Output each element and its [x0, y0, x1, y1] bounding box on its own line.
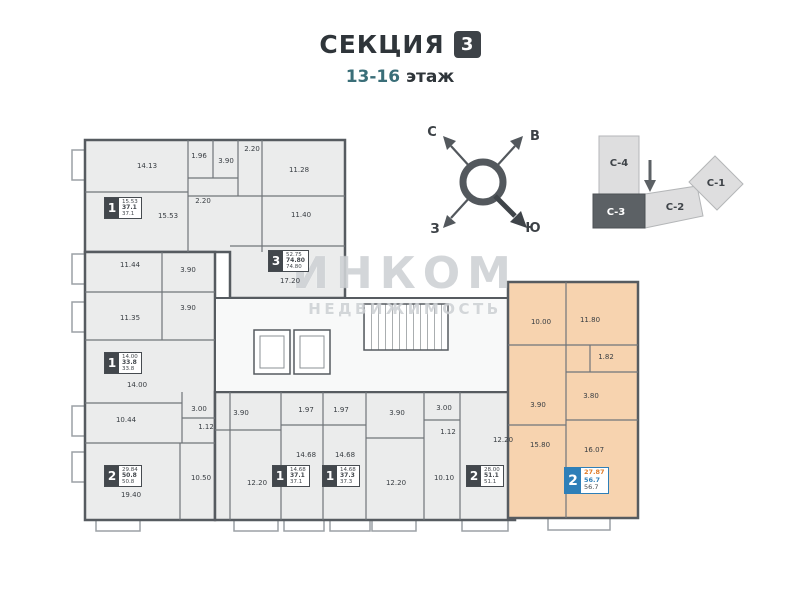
floor-word: этаж [405, 67, 455, 87]
compass-arrows [443, 136, 523, 228]
compass-south-arrow [493, 194, 527, 228]
page-header: СЕКЦИЯ 3 13-16 этаж [0, 30, 800, 87]
compass-north-label: С [427, 125, 437, 140]
room-area-label: 3.80 [583, 392, 599, 400]
minimap-section-c3-active[interactable] [592, 193, 646, 229]
apartment-rooms-count: 1 [105, 353, 119, 373]
room-area-label: 11.28 [288, 166, 310, 174]
apartment-rooms-count: 1 [273, 466, 287, 486]
room-area-label: 3.00 [191, 405, 207, 413]
stairs [363, 303, 449, 351]
room-area-label: 17.20 [279, 277, 301, 285]
floor-subtitle: 13-16 этаж [0, 67, 800, 87]
room-area-label: 16.07 [583, 446, 605, 454]
compass: С В З Ю [427, 125, 540, 237]
room-area-label: 15.53 [157, 212, 179, 220]
apartment-rooms-count: 2 [467, 466, 481, 486]
room-area-label: 1.96 [191, 152, 207, 160]
room-area-label: 3.90 [233, 409, 249, 417]
room-area-label: 11.44 [119, 261, 141, 269]
minimap-section-c1[interactable] [688, 155, 744, 211]
apartment-rooms-count: 2 [565, 468, 581, 493]
room-area-label: 12.20 [492, 436, 514, 444]
minimap-label-c1: С-1 [707, 178, 725, 189]
compass-east-label: В [530, 129, 540, 144]
minimap-locator-arrow [644, 160, 656, 192]
room-area-label: 12.20 [385, 479, 407, 487]
section-minimap: С-4 С-3 С-2 С-1 [592, 135, 744, 229]
room-area-label: 1.12 [198, 423, 214, 431]
floor-range: 13-16 [345, 67, 401, 87]
room-area-label: 1.97 [298, 406, 314, 414]
elevator-shafts [253, 329, 331, 375]
room-area-label: 10.44 [115, 416, 137, 424]
zone-bottom-strip [213, 390, 517, 522]
compass-west-label: З [430, 222, 439, 237]
apartment-rooms-count: 1 [105, 198, 119, 218]
room-area-label: 3.00 [436, 404, 452, 412]
room-area-label: 3.90 [180, 304, 196, 312]
room-area-label: 10.00 [530, 318, 552, 326]
room-area-label: 1.82 [598, 353, 614, 361]
room-area-label: 2.20 [244, 145, 260, 153]
room-area-label: 12.20 [246, 479, 268, 487]
section-title: СЕКЦИЯ 3 [0, 30, 800, 59]
room-area-label: 11.35 [119, 314, 141, 322]
room-area-label: 10.50 [190, 474, 212, 482]
room-area-label: 10.10 [433, 474, 455, 482]
apartment-rooms-count: 2 [105, 466, 119, 486]
room-area-label: 1.12 [440, 428, 456, 436]
room-area-label: 3.90 [389, 409, 405, 417]
room-area-label: 19.40 [120, 491, 142, 499]
compass-south-label: Ю [525, 221, 540, 236]
minimap-label-c3: С-3 [607, 207, 625, 218]
minimap-label-c4: С-4 [610, 158, 628, 169]
room-area-label: 11.40 [290, 211, 312, 219]
minimap-section-c4[interactable] [598, 135, 640, 195]
minimap-label-c2: С-2 [666, 202, 684, 213]
apartment-rooms-count: 3 [269, 251, 283, 271]
room-area-label: 1.97 [333, 406, 349, 414]
room-area-label: 14.00 [126, 381, 148, 389]
section-label: СЕКЦИЯ [319, 30, 445, 59]
room-area-label: 14.68 [295, 451, 317, 459]
room-area-label: 3.90 [530, 401, 546, 409]
section-number-badge: 3 [453, 31, 481, 58]
room-area-label: 2.20 [195, 197, 211, 205]
room-area-label: 14.13 [136, 162, 158, 170]
interior-walls [85, 140, 638, 520]
room-area-label: 3.90 [218, 157, 234, 165]
compass-ring [459, 158, 507, 206]
room-area-label: 14.68 [334, 451, 356, 459]
apartment-rooms-count: 1 [323, 466, 337, 486]
room-area-label: 3.90 [180, 266, 196, 274]
room-area-label: 11.80 [579, 316, 601, 324]
room-area-label: 15.80 [529, 441, 551, 449]
